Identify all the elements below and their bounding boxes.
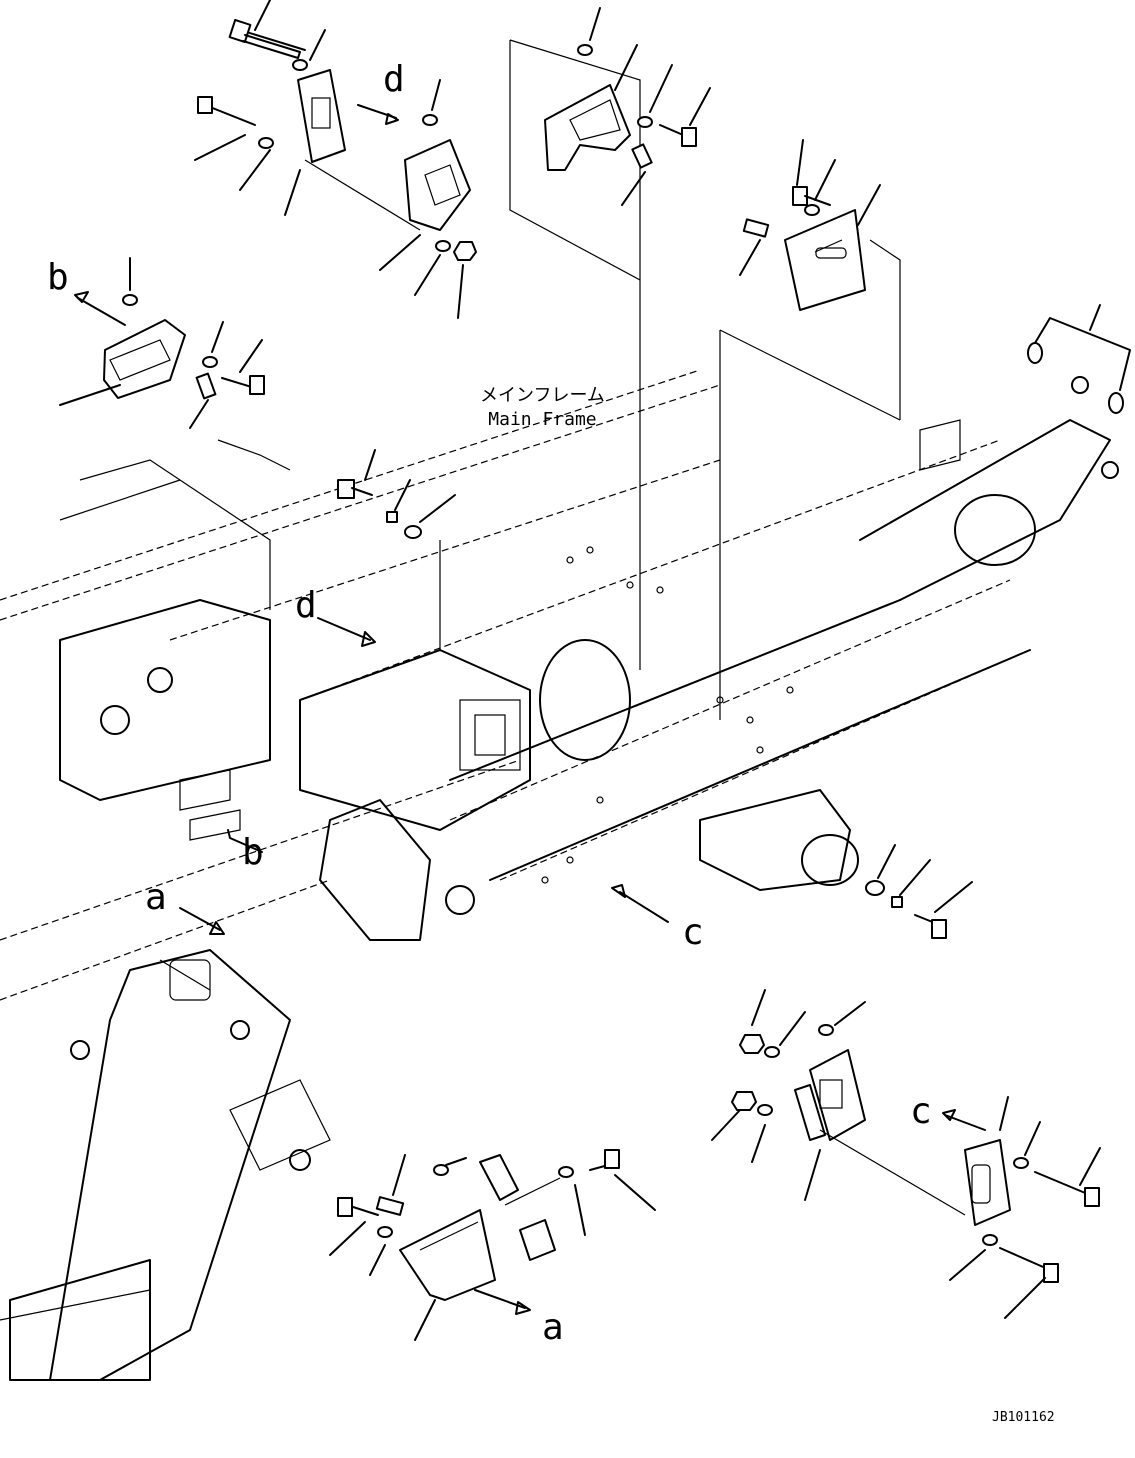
view-label-a-bottom: a — [542, 1307, 564, 1348]
bracket-a-assembly — [329, 1149, 656, 1341]
o-ring-assembly — [1027, 304, 1131, 414]
bracket-c-assembly — [711, 989, 1101, 1319]
bracket-top-right-assembly — [739, 139, 881, 311]
bracket-d-assembly — [194, 0, 477, 319]
callout-box-lines — [439, 39, 901, 720]
main-frame — [0, 369, 1119, 1381]
frame-arrows — [179, 439, 669, 935]
view-label-c-bottom: c — [910, 1091, 932, 1132]
main-frame-label-en: Main Frame — [488, 409, 597, 430]
view-label-a-top: a — [145, 877, 167, 918]
view-label-c-top: c — [682, 912, 704, 953]
view-label-d-bottom: d — [295, 585, 317, 626]
view-label-b-top: b — [47, 257, 69, 298]
view-label-d-top: d — [383, 59, 405, 100]
main-frame-label: メインフレーム Main Frame — [480, 384, 605, 432]
bolt-group-center — [337, 449, 456, 539]
main-frame-label-jp: メインフレーム — [480, 385, 605, 406]
bracket-b-assembly — [59, 257, 265, 429]
bracket-top-center-assembly — [544, 7, 711, 206]
bolt-group-right — [865, 844, 973, 939]
drawing-code: JB101162 — [992, 1410, 1055, 1425]
view-label-b-bottom: b — [242, 832, 264, 873]
